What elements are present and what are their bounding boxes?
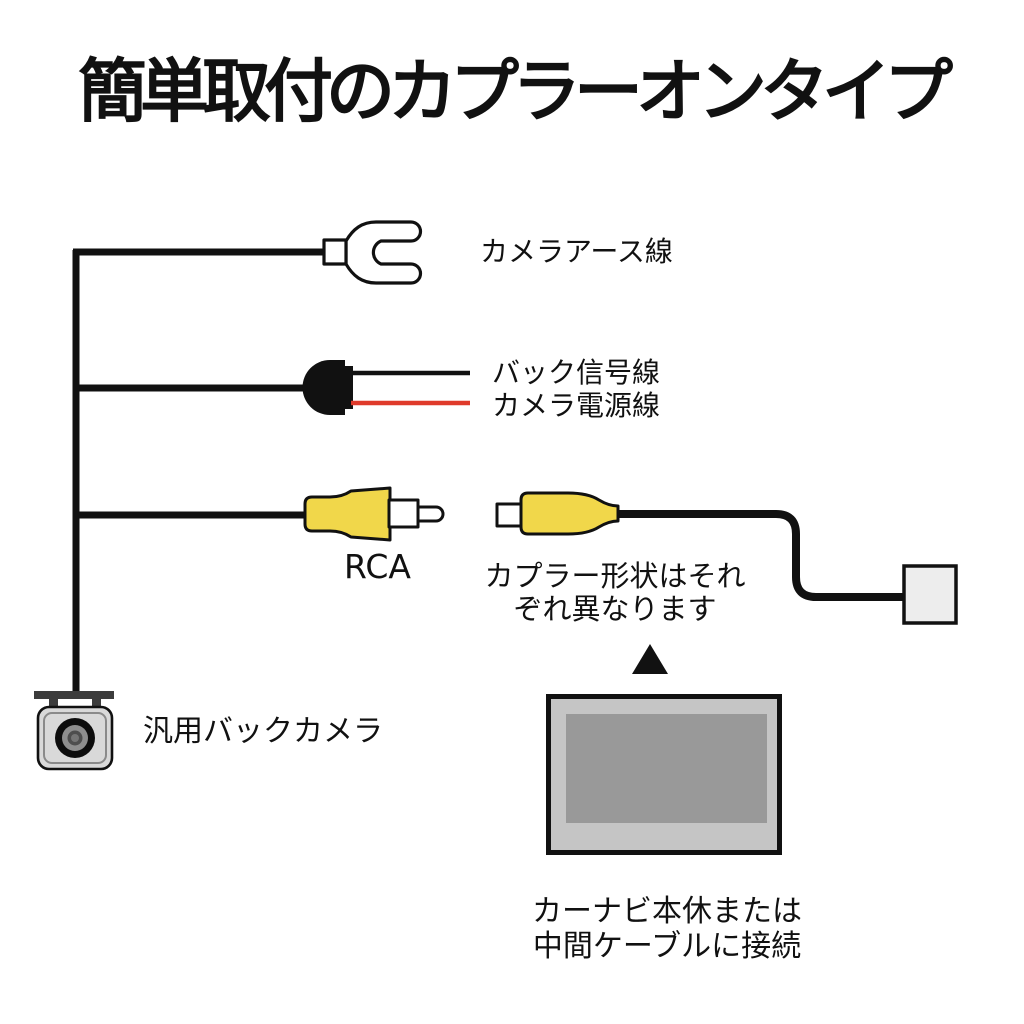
camera-face-inset <box>43 712 107 764</box>
camera-bracket-bar <box>34 691 114 699</box>
rca-plug-collar <box>387 498 420 529</box>
rca-label: RCA <box>344 547 411 586</box>
back-signal-label: バック信号線 <box>492 356 661 389</box>
monitor-icon <box>546 694 782 855</box>
camera-bracket-post-left <box>49 699 58 709</box>
harness-wires <box>72 248 327 694</box>
camera-label: 汎用バックカメラ <box>143 714 383 749</box>
monitor-screen <box>566 714 767 823</box>
rca-plug-pin <box>416 505 445 523</box>
rca-jack-body <box>519 491 620 536</box>
coupler-note-line1: カプラー形状はそれ <box>484 559 746 593</box>
fork-terminal-body <box>344 220 423 285</box>
camera-power-label: カメラ電源線 <box>492 389 661 422</box>
fork-terminal-icon <box>322 220 423 285</box>
power-connector-icon <box>302 360 470 415</box>
camera-lens-glint <box>71 734 79 742</box>
up-triangle-icon <box>632 644 668 674</box>
ground-wire-label: カメラアース線 <box>480 235 673 268</box>
rca-jack-socket <box>495 502 524 528</box>
camera-icon <box>34 691 114 771</box>
rca-plug-body <box>303 486 392 542</box>
coupler-note: カプラー形状はそれ ぞれ異なります <box>470 560 760 626</box>
fork-terminal-collar <box>322 238 348 266</box>
rca-jack-icon <box>495 491 908 601</box>
page-title: 簡単取付のカプラーオンタイプ <box>78 52 953 132</box>
coupler-note-line2: ぞれ異なります <box>513 592 717 626</box>
coupler-box-icon <box>902 564 958 625</box>
navi-note: カーナビ本休または 中間ケーブルに接続 <box>506 894 828 964</box>
rca-plug-icon <box>303 486 445 542</box>
power-connector-body <box>302 360 345 415</box>
navi-note-line1: カーナビ本休または <box>532 894 802 929</box>
navi-cable <box>612 510 908 601</box>
camera-bracket-post-right <box>92 699 101 709</box>
navi-note-line2: 中間ケーブルに接続 <box>532 929 802 964</box>
power-connector-tab <box>344 366 353 409</box>
